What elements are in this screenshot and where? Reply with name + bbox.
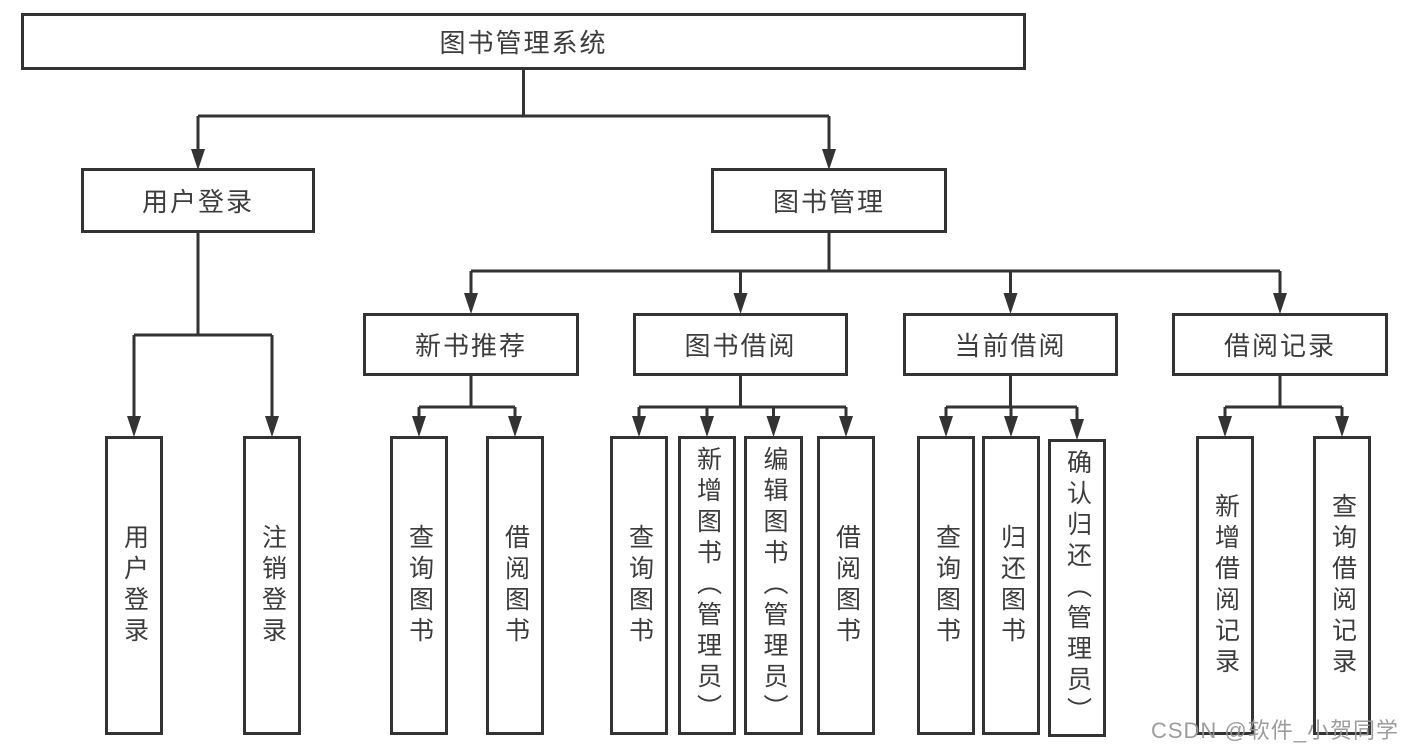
leaf-return-books: 归还图书 — [982, 436, 1040, 735]
leaf-query-books-recommend: 查询图书 — [390, 436, 448, 735]
leaf-query-books-current: 查询图书 — [917, 436, 975, 735]
leaf-user-login: 用户登录 — [105, 436, 163, 735]
leaf-confirm-return-admin: 确认归还（管理员） — [1048, 439, 1106, 737]
leaf-logout: 注销登录 — [243, 436, 301, 735]
leaf-add-book-admin: 新增图书（管理员） — [678, 436, 736, 735]
node-book-management: 图书管理 — [711, 168, 947, 233]
node-root: 图书管理系统 — [21, 13, 1026, 70]
leaf-query-borrow-record: 查询借阅记录 — [1313, 436, 1371, 735]
leaf-edit-book-admin: 编辑图书（管理员） — [744, 436, 803, 735]
node-book-borrow: 图书借阅 — [633, 313, 848, 376]
leaf-borrow-books: 借阅图书 — [817, 436, 875, 735]
node-user-login: 用户登录 — [81, 168, 315, 233]
leaf-add-borrow-record: 新增借阅记录 — [1196, 436, 1254, 735]
leaf-query-books-borrow: 查询图书 — [610, 436, 668, 735]
leaf-borrow-books-recommend: 借阅图书 — [486, 436, 544, 735]
node-new-book-recommend: 新书推荐 — [363, 313, 579, 376]
csdn-watermark: CSDN @软件_小贺同学 — [1150, 718, 1399, 743]
node-borrow-records: 借阅记录 — [1172, 313, 1388, 376]
node-current-borrow: 当前借阅 — [903, 313, 1118, 376]
